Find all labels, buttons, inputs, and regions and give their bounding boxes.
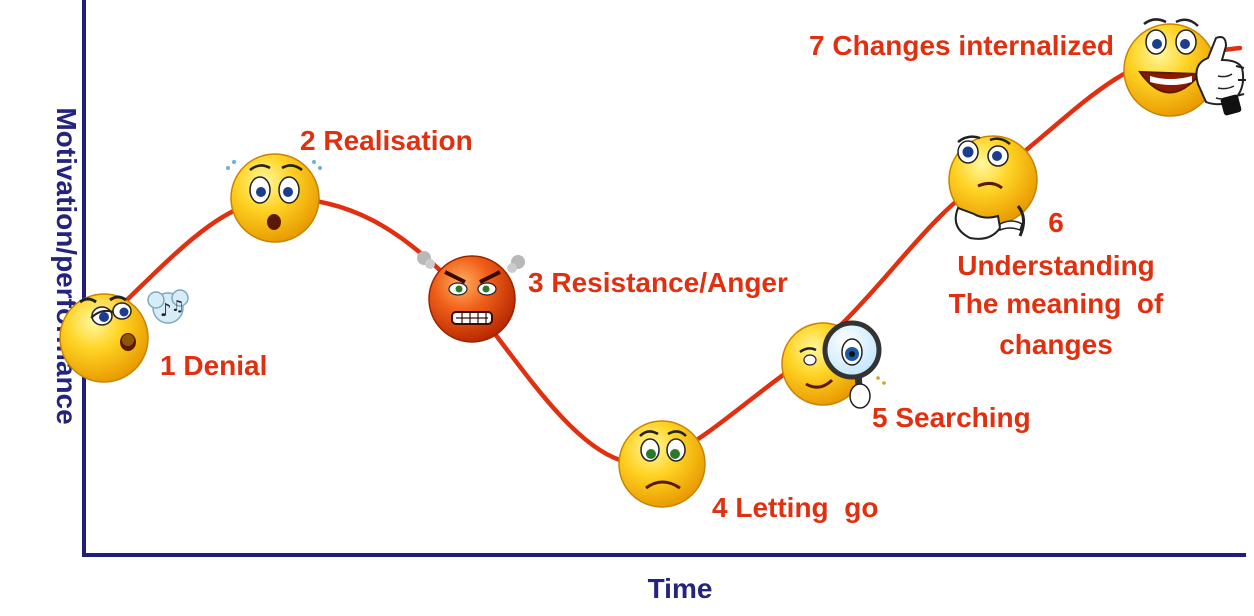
stage-5-label: 5 Searching [872,402,1031,433]
stage-6-line-meaning: The meaning of [949,288,1164,319]
x-axis-label: Time [648,573,713,604]
stage-7-label: 7 Changes internalized [809,30,1114,61]
stage-3-label: 3 Resistance/Anger [528,267,788,298]
stage-6-line-changes: changes [999,329,1113,360]
stage-1-label: 1 Denial [160,350,267,381]
angry-face-icon [417,251,525,343]
svg-text:♫: ♫ [171,297,184,315]
stage-6-number: 6 [1048,207,1064,238]
searching-magnifier-face-icon [781,320,886,409]
y-axis-label: Motivation/performance [51,107,82,424]
thinking-face-icon [948,135,1038,240]
svg-text:♪: ♪ [160,300,172,321]
shocked-face-icon [226,153,322,243]
stage-4-label: 4 Letting go [712,492,878,523]
stage-2-label: 2 Realisation [300,125,473,156]
stage-6-line-understanding: Understanding [957,250,1155,281]
sad-face-icon [618,420,706,508]
denial-whistling-face-icon: ♪ ♫ [59,289,189,383]
thumbs-up-face-icon [1123,18,1246,117]
